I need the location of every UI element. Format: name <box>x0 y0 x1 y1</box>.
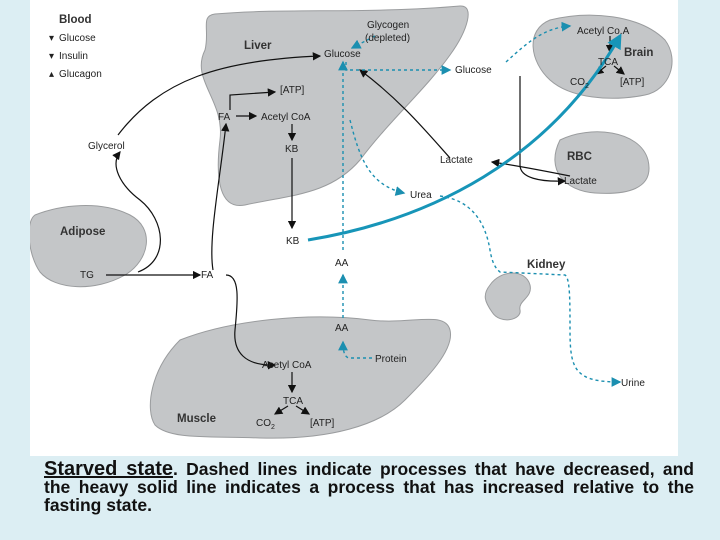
organ-label-adipose: Adipose <box>60 226 105 238</box>
dashed-blood-glucose-to-brain <box>505 21 572 63</box>
dashed-liver-to-urea <box>349 119 406 196</box>
dashed-protein-to-aa <box>338 340 372 359</box>
arrow-blood-fa-to-liver-fa <box>211 122 230 271</box>
legend-label-glucagon: Glucagon <box>59 69 102 80</box>
organ-label-brain: Brain <box>624 47 653 59</box>
legend-label-insulin: Insulin <box>59 51 88 62</box>
caption-body: . Dashed lines indicate processes that h… <box>44 459 694 515</box>
arrow-brain-tca-to-atp <box>613 65 625 75</box>
node-blood-glucose: Glucose <box>455 65 492 76</box>
organ-label-muscle: Muscle <box>177 413 216 425</box>
kidney-shape <box>484 272 531 321</box>
legend-marker-glucagon: ▴ <box>49 69 54 80</box>
node-liver-kb: KB <box>285 144 299 155</box>
arrow-glycerol-to-liver-glucose <box>117 52 322 136</box>
node-blood-kb: KB <box>286 236 300 247</box>
node-glycerol: Glycerol <box>88 141 125 152</box>
arrow-muscle-tca-to-atp <box>295 405 311 415</box>
node-urine: Urine <box>621 378 645 389</box>
node-rbc-lactate: Lactate <box>564 176 597 187</box>
arrow-blood-glucose-to-rbc <box>519 76 567 186</box>
node-liver-acetyl-coa: Acetyl CoA <box>261 112 311 123</box>
node-brain-acetyl-coa: Acetyl Co.A <box>577 26 630 37</box>
liver-shape <box>200 5 469 206</box>
caption-title: Starved state <box>44 458 173 480</box>
brain-shape <box>532 14 673 99</box>
legend-label-glucose: Glucose <box>59 33 96 44</box>
legend-title: Blood <box>59 14 92 26</box>
organ-label-liver: Liver <box>244 40 272 52</box>
arrow-lactate-to-liver-glucose <box>359 69 451 159</box>
node-adipose-tg: TG <box>80 270 94 281</box>
arrow-fa-to-atp <box>229 88 277 110</box>
muscle-shape <box>149 316 451 439</box>
legend-marker-insulin: ▾ <box>49 51 54 62</box>
node-lactate: Lactate <box>440 155 473 166</box>
dashed-glycogen-to-glucose <box>350 35 376 49</box>
node-muscle-acetyl-coa: Acetyl CoA <box>262 360 312 371</box>
starved-state-metabolism-diagram: Blood ▾ Glucose ▾ Insulin ▴ Glucagon Liv… <box>30 5 673 439</box>
node-blood-fa: FA <box>201 270 214 281</box>
node-liver-fa: FA <box>218 112 231 123</box>
node-liver-atp: [ATP] <box>280 85 304 96</box>
node-brain-tca: TCA <box>598 57 618 68</box>
arrow-muscle-tca-to-co2 <box>273 405 289 415</box>
node-aa-lower: AA <box>335 323 349 334</box>
arrow-rbc-lactate-to-lactate <box>490 158 571 177</box>
node-muscle-tca: TCA <box>283 396 303 407</box>
node-aa-upper: AA <box>335 258 349 269</box>
organ-label-kidney: Kidney <box>527 259 566 271</box>
legend-marker-glucose: ▾ <box>49 33 54 44</box>
node-urea: Urea <box>410 190 432 201</box>
arrow-tg-to-glycerol <box>112 151 161 273</box>
node-glycogen-line1: Glycogen <box>367 20 409 31</box>
node-protein: Protein <box>375 354 407 365</box>
organ-label-rbc: RBC <box>567 151 592 163</box>
node-muscle-atp: [ATP] <box>310 418 334 429</box>
node-brain-co2: CO2 <box>570 77 589 90</box>
node-brain-atp: [ATP] <box>620 77 644 88</box>
dashed-urea-to-kidney-urine <box>439 195 622 387</box>
arrow-fa-to-muscle-acetyl-coa <box>225 274 277 370</box>
heavy-kb-to-brain-acetyl-coa <box>307 33 622 242</box>
node-liver-glucose: Glucose <box>324 49 361 60</box>
node-glycogen-line2: (depleted) <box>365 33 410 44</box>
figure-caption: Starved state. Dashed lines indicate pro… <box>44 458 694 515</box>
node-muscle-co2: CO2 <box>256 418 275 431</box>
